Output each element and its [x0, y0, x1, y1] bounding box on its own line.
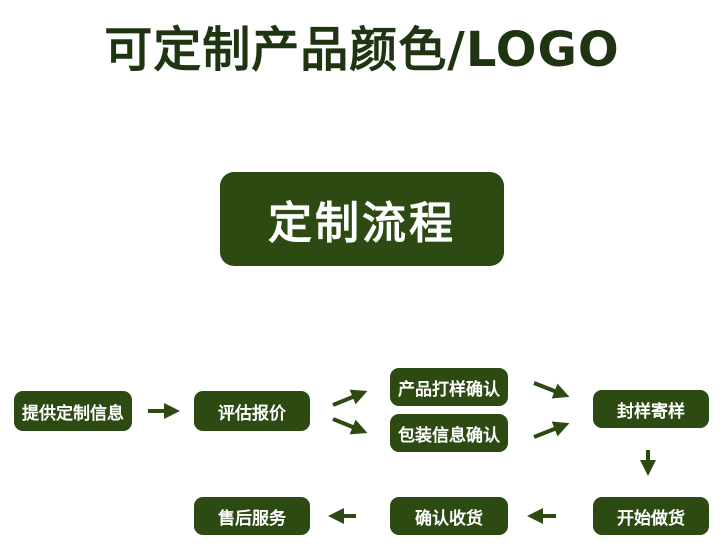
step-seal-sample: 封样寄样 [593, 390, 709, 428]
page-title: 可定制产品颜色/LOGO [104, 22, 620, 78]
arrow-quote-to-packaging [332, 417, 368, 435]
step-provide-info: 提供定制信息 [14, 391, 132, 431]
step-confirm-receipt: 确认收货 [390, 497, 508, 535]
step-start-production: 开始做货 [593, 497, 709, 535]
arrow-sample-to-seal [533, 381, 570, 399]
step-after-sales: 售后服务 [194, 497, 310, 535]
arrow-packaging-to-seal [533, 421, 570, 439]
step-packaging-confirm: 包装信息确认 [390, 414, 508, 452]
process-banner: 定制流程 [220, 172, 504, 266]
step-sample-confirm: 产品打样确认 [390, 368, 508, 406]
step-quote: 评估报价 [194, 391, 310, 431]
arrow-quote-to-sample [332, 389, 368, 407]
